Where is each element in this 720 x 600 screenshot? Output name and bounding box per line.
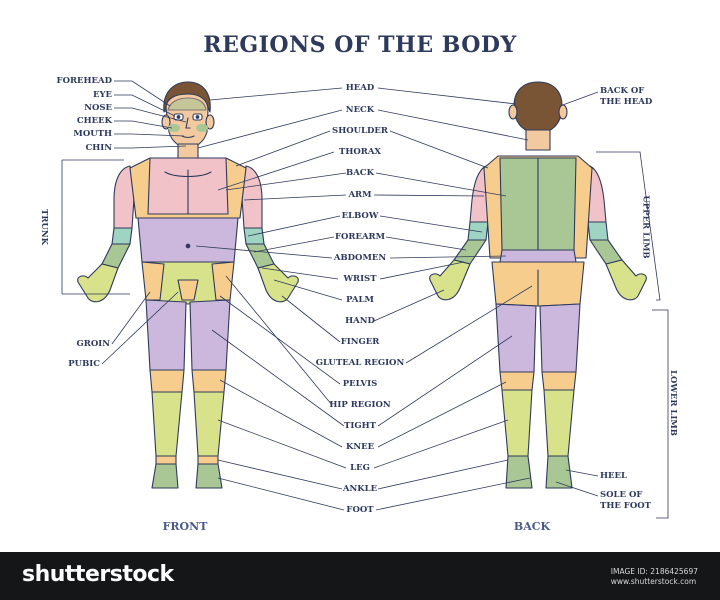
- label-ankle: ANKLE: [342, 484, 378, 494]
- label-wrist: WRIST: [343, 274, 377, 284]
- front-hand-right: [257, 263, 299, 303]
- front-foot-right: [195, 463, 223, 489]
- body-regions-illustration: [61, 80, 669, 519]
- label-gluteal-region: GLUTEAL REGION: [315, 358, 405, 368]
- label-palm: PALM: [346, 295, 374, 305]
- label-shoulder: SHOULDER: [332, 126, 388, 136]
- front-forehead-region: [167, 97, 207, 111]
- label-leg: LEG: [350, 463, 370, 473]
- label-knee: KNEE: [345, 442, 375, 452]
- label-back-of-head-line2: THE HEAD: [600, 97, 653, 107]
- label-finger: FINGER: [340, 337, 380, 347]
- label-trunk: TRUNK: [38, 209, 49, 245]
- front-forearm-right: [245, 243, 275, 269]
- front-foot-left: [151, 463, 179, 489]
- label-lower-limb: LOWER LIMB: [667, 370, 678, 436]
- label-elbow: ELBOW: [341, 211, 379, 221]
- label-sole-of-foot-line2: THE FOOT: [600, 501, 651, 511]
- label-chin: CHIN: [85, 143, 112, 153]
- front-leg-left: [151, 391, 183, 457]
- label-pelvis: PELVIS: [342, 379, 378, 389]
- label-forearm: FOREARM: [334, 232, 386, 242]
- label-back: BACK: [346, 168, 374, 178]
- front-abdomen: [137, 217, 239, 263]
- image-id-text: IMAGE ID: 2186425697: [610, 567, 698, 576]
- back-head: [513, 81, 563, 135]
- label-hand: HAND: [345, 316, 375, 326]
- site-url-text: www.shutterstock.com: [610, 577, 697, 586]
- front-hand-left: [77, 263, 119, 303]
- label-heel: HEEL: [600, 471, 627, 481]
- label-forehead: FOREHEAD: [56, 76, 112, 86]
- front-thigh-right: [189, 299, 231, 371]
- caption-front: FRONT: [162, 520, 208, 533]
- back-neck: [525, 129, 551, 151]
- label-groin: GROIN: [76, 339, 110, 349]
- label-thorax: THORAX: [338, 147, 382, 157]
- front-forearm-left: [101, 243, 131, 269]
- label-eye: EYE: [92, 90, 112, 100]
- shutterstock-logo: shutterstock: [22, 562, 174, 587]
- label-neck: NECK: [345, 105, 375, 115]
- label-foot: FOOT: [346, 505, 374, 515]
- stock-footer-bar: shutterstock IMAGE ID: 2186425697 www.sh…: [0, 552, 720, 600]
- label-upper-limb: UPPER LIMB: [640, 195, 651, 259]
- label-cheek: CHEEK: [76, 116, 112, 126]
- label-back-of-head-line1: BACK OF: [600, 86, 645, 96]
- diagram-title: REGIONS OF THE BODY: [203, 32, 517, 58]
- label-abdomen: ABDOMEN: [333, 253, 387, 263]
- label-arm: ARM: [348, 190, 372, 200]
- label-pubic: PUBIC: [68, 359, 100, 369]
- label-hip-region: HIP REGION: [329, 400, 391, 410]
- diagram-canvas: REGIONS OF THE BODY FOREHEAD EYE NOSE CH…: [38, 32, 678, 533]
- label-sole-of-foot-line1: SOLE OF: [600, 490, 643, 500]
- front-thigh-left: [145, 299, 187, 371]
- label-tight: TIGHT: [344, 421, 376, 431]
- front-leg-right: [193, 391, 225, 457]
- label-mouth: MOUTH: [73, 129, 112, 139]
- label-head: HEAD: [345, 83, 375, 93]
- caption-back: BACK: [513, 520, 551, 533]
- label-nose: NOSE: [84, 103, 112, 113]
- image-id-block: IMAGE ID: 2186425697 www.shutterstock.co…: [611, 567, 698, 587]
